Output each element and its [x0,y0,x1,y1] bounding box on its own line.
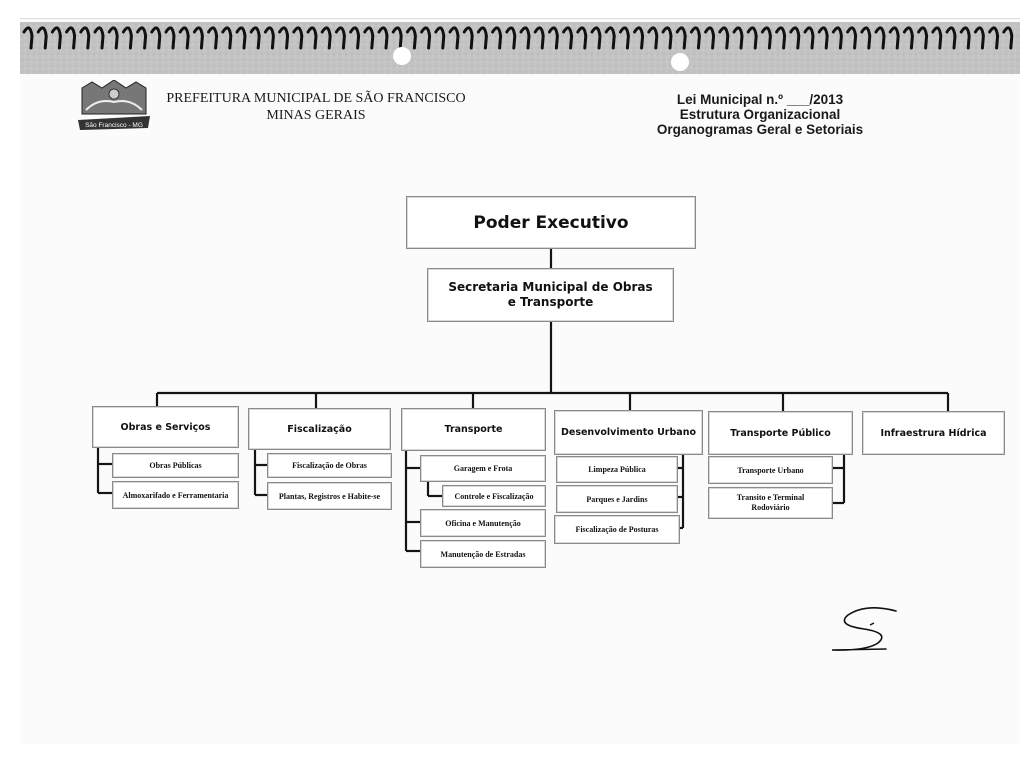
unit-garagem-e-frota: Garagem e Frota [420,455,546,482]
unit-label: Almoxarifado e Ferramentaria [122,490,229,500]
unit-transporte-urbano: Transporte Urbano [708,456,833,484]
law-reference: Lei Municipal n.º ___/2013 [676,92,844,107]
department-obras-e-servicos: Obras e Serviços [92,406,239,448]
unit-label: Obras Públicas [149,461,202,470]
unit-label: Plantas, Registros e Habite-se [278,491,381,501]
department-label: Desenvolvimento Urbano [561,427,696,438]
unit-plantas-registros-habite-se: Plantas, Registros e Habite-se [267,482,392,510]
organization-name: PREFEITURA MUNICIPAL DE SÃO FRANCISCO [166,91,466,106]
unit-obras-publicas: Obras Públicas [112,453,239,478]
unit-manutencao-de-estradas: Manutenção de Estradas [420,540,546,568]
document-subtitle: Organogramas Geral e Setoriais [656,122,864,137]
department-infraestrura-hidrica: Infraestrura Hídrica [862,411,1005,455]
unit-label: Fiscalização de Posturas [575,525,659,534]
unit-parques-e-jardins: Parques e Jardins [556,485,678,513]
department-transporte: Transporte [401,408,546,451]
unit-label: Transporte Urbano [737,465,804,475]
org-node-root: Poder Executivo [406,196,696,249]
department-label: Transporte [444,424,503,435]
unit-label: Controle e Fiscalização [454,491,534,501]
unit-label: Garagem e Frota [453,464,513,473]
document-title: Estrutura Organizacional [679,107,841,122]
org-node-root-label: Poder Executivo [473,212,629,233]
unit-controle-e-fiscalizacao: Controle e Fiscalização [442,485,546,507]
handwritten-signature [831,607,897,651]
department-transporte-publico: Transporte Público [708,411,853,455]
unit-fiscalizacao-de-obras: Fiscalização de Obras [267,453,392,478]
unit-almoxarifado-e-ferramentaria: Almoxarifado e Ferramentaria [112,481,239,509]
department-desenvolvimento-urbano: Desenvolvimento Urbano [554,410,703,455]
document-header: Lei Municipal n.º ___/2013 Estrutura Org… [620,92,900,137]
spiral-binding [20,22,1020,74]
logo-caption: São Francisco - MG [85,122,143,129]
paper-sheet [20,18,1020,744]
department-label: Obras e Serviços [120,421,211,433]
org-node-secretariat: Secretaria Municipal de Obras e Transpor… [427,268,674,322]
organization-header: PREFEITURA MUNICIPAL DE SÃO FRANCISCO MI… [156,90,476,124]
unit-label: Manutenção de Estradas [440,549,526,559]
unit-label: Transito e Terminal Rodoviário [736,493,805,512]
department-label: Infraestrura Hídrica [880,427,987,439]
department-label: Transporte Público [730,427,831,439]
unit-label: Limpeza Pública [588,465,646,474]
unit-label: Parques e Jardins [586,494,648,504]
unit-label: Fiscalização de Obras [292,461,367,470]
unit-oficina-e-manutencao: Oficina e Manutenção [420,509,546,537]
unit-fiscalizacao-de-posturas: Fiscalização de Posturas [554,515,680,544]
unit-label: Oficina e Manutenção [445,518,521,528]
coat-of-arms-logo: São Francisco - MG [78,80,150,130]
organization-state: MINAS GERAIS [266,108,366,123]
unit-limpeza-publica: Limpeza Pública [556,456,678,483]
department-fiscalizacao: Fiscalização [248,408,391,450]
department-label: Fiscalização [287,423,352,435]
org-node-secretariat-label: Secretaria Municipal de Obras e Transpor… [448,280,653,309]
unit-transito-e-terminal-rodoviario: Transito e Terminal Rodoviário [708,487,833,519]
